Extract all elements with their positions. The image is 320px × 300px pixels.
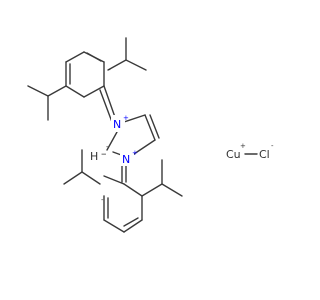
lower-aryl-ring <box>103 175 143 233</box>
upper-aryl-ring <box>65 51 105 98</box>
n-lower-charge: + <box>132 149 138 157</box>
chlorine-label: Cl <box>259 148 270 161</box>
carbene-h-bond-dash: – <box>101 147 107 160</box>
carbene-c-charge: - <box>106 143 109 151</box>
imidazole-ring <box>106 114 160 157</box>
n-upper-label: N <box>113 118 121 131</box>
copper-charge: + <box>240 142 246 150</box>
carbene-h-label: H <box>90 150 98 163</box>
lower-aryl-charge: - <box>101 196 104 204</box>
n-lower-label: N <box>122 153 130 166</box>
lower-n-aryl-bond <box>121 165 127 183</box>
molecule-diagram: N + N + H – - - - Cu + Cl - <box>27 37 274 233</box>
lower-isopropyl-left <box>63 149 101 185</box>
chlorine-charge: - <box>271 142 274 150</box>
upper-isopropyl-left <box>27 85 67 121</box>
n-upper-charge: + <box>123 114 129 122</box>
upper-aryl-charge: - <box>108 66 111 74</box>
upper-aryl-n-bond <box>99 85 117 123</box>
lower-isopropyl-right <box>141 159 183 197</box>
upper-isopropyl-right <box>107 37 147 71</box>
structure-svg: N + N + H – - - - Cu + Cl - <box>27 37 274 233</box>
copper-label: Cu <box>226 148 241 161</box>
